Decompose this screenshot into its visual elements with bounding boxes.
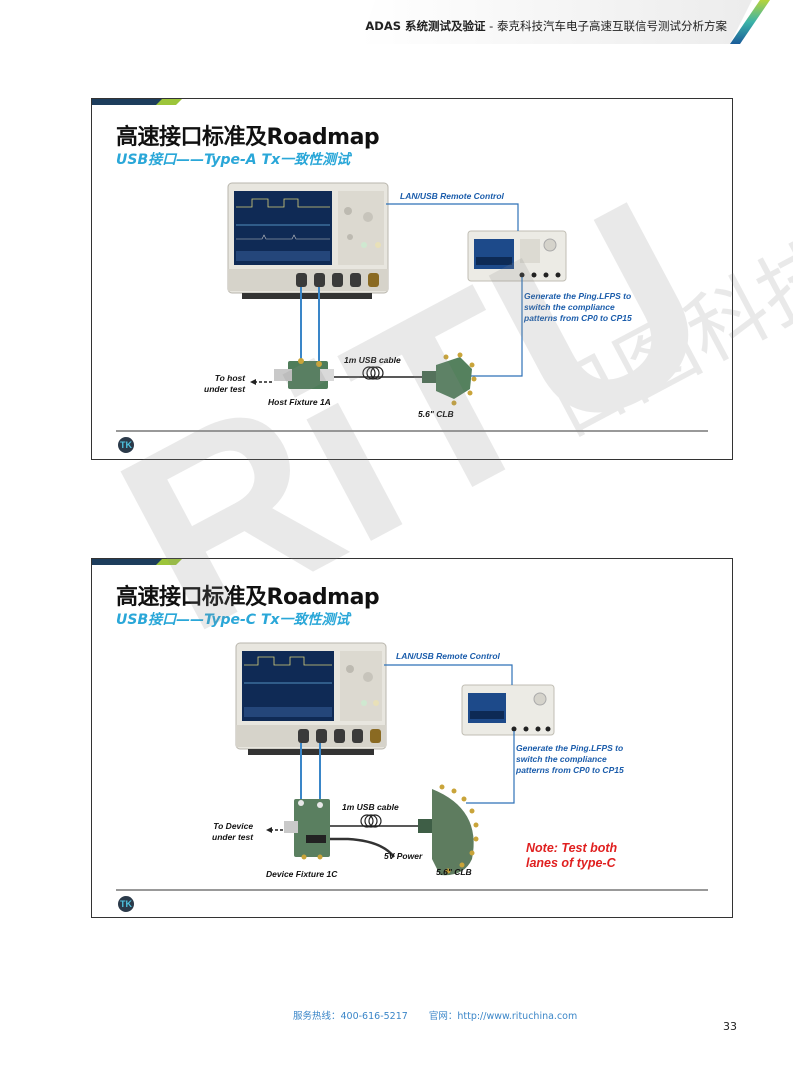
slide-subtitle: USB接口——Type-A Tx一致性测试: [116, 152, 351, 168]
cable-coil-icon: [360, 814, 382, 828]
arrow-head-icon: [266, 827, 272, 833]
footer-website-link[interactable]: 官网：http://www.rituchina.com: [428, 1011, 578, 1022]
label-target-line1: To host: [214, 373, 246, 383]
header-band: [360, 0, 770, 44]
slide-divider: [116, 889, 708, 891]
label-target: To host under test: [204, 373, 245, 395]
tk-logo-icon: TK: [118, 437, 134, 453]
label-fixture: Host Fixture 1A: [268, 397, 331, 407]
header-title-sep: -: [485, 19, 497, 33]
slide-title: 高速接口标准及Roadmap: [116, 585, 380, 610]
note-line1: Note: Test both: [526, 841, 618, 855]
label-generate-line3: patterns from CP0 to CP15: [516, 765, 624, 775]
label-power: 5V Power: [384, 851, 423, 861]
slide-subtitle: USB接口——Type-C Tx一致性测试: [116, 612, 350, 628]
power-cable: [330, 837, 395, 858]
label-target: To Device under test: [212, 821, 253, 843]
label-generate-line1: Generate the Ping.LFPS to: [524, 291, 632, 301]
label-usb-cable: 1m USB cable: [344, 355, 401, 365]
label-generate-line3: patterns from CP0 to CP15: [524, 313, 632, 323]
slide-accent-bar: [92, 99, 182, 105]
label-clb: 5.6" CLB: [436, 867, 472, 877]
remote-control-cable: [386, 203, 519, 231]
label-fixture: Device Fixture 1C: [266, 869, 338, 879]
arrow-head-icon: [250, 379, 256, 385]
label-remote-control: LAN/USB Remote Control: [396, 651, 500, 661]
label-usb-cable: 1m USB cable: [342, 802, 399, 812]
device-fixture: [284, 799, 330, 860]
header-stripe: [730, 0, 770, 44]
header-title-bold: ADAS 系统测试及验证: [365, 19, 486, 33]
slide-divider: [116, 430, 708, 432]
clb-board: [422, 352, 477, 406]
label-target-line2: under test: [204, 384, 246, 394]
cable-coil-icon: [362, 366, 384, 380]
slide-title: 高速接口标准及Roadmap: [116, 125, 380, 150]
lfps-cable: [466, 731, 515, 804]
footer-contact: 服务热线：400-616-5217 官网：http://www.rituchin…: [293, 1008, 595, 1022]
test-setup-diagram: [227, 182, 567, 406]
clb-board: [418, 784, 479, 876]
label-target-line1: To Device: [213, 821, 254, 831]
header-title-rest: 泰克科技汽车电子高速互联信号测试分析方案: [497, 19, 727, 33]
label-generate-line1: Generate the Ping.LFPS to: [516, 743, 624, 753]
function-generator: [467, 230, 567, 282]
note-line2: lanes of type-C: [526, 856, 616, 870]
label-clb: 5.6" CLB: [418, 409, 454, 419]
label-generate-line2: switch the compliance: [516, 754, 607, 764]
label-generate-lfps: Generate the Ping.LFPS to switch the com…: [516, 743, 624, 776]
test-setup-diagram: [235, 642, 555, 876]
tk-logo-icon: TK: [118, 896, 134, 912]
page-number: 33: [723, 1020, 737, 1033]
footer-hotline: 服务热线：400-616-5217: [293, 1011, 408, 1022]
header-title: ADAS 系统测试及验证 - 泰克科技汽车电子高速互联信号测试分析方案: [365, 18, 727, 34]
label-remote-control: LAN/USB Remote Control: [400, 191, 504, 201]
label-target-line2: under test: [212, 832, 254, 842]
host-fixture: [274, 358, 334, 389]
slide-type-a: 高速接口标准及Roadmap USB接口——Type-A Tx一致性测试: [91, 98, 733, 460]
label-generate-lfps: Generate the Ping.LFPS to switch the com…: [524, 291, 632, 324]
lfps-cable: [470, 277, 523, 377]
slide-type-c: 高速接口标准及Roadmap USB接口——Type-C Tx一致性测试: [91, 558, 733, 918]
note-test-both-lanes: Note: Test both lanes of type-C: [526, 841, 617, 871]
label-generate-line2: switch the compliance: [524, 302, 615, 312]
function-generator: [461, 684, 555, 736]
oscilloscope: [235, 642, 387, 755]
remote-control-cable: [384, 664, 513, 685]
slide-accent-bar: [92, 559, 182, 565]
oscilloscope: [227, 182, 389, 299]
